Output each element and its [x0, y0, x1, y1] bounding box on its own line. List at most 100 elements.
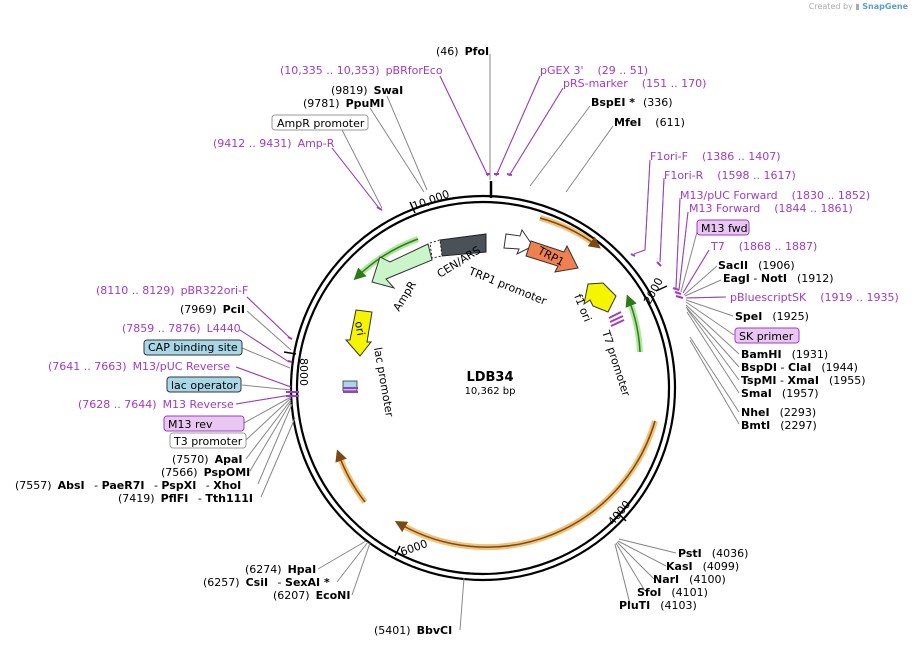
- label-pbr322ori: (8110 .. 8129)pBR322ori-F: [96, 284, 248, 297]
- label-csii: (6257)CsiI - SexAI *: [203, 576, 330, 589]
- label-f1ori-r: F1ori-R(1598 .. 1617): [664, 169, 796, 182]
- label-smai: SmaI(1957): [741, 387, 818, 400]
- label-absi: (7557)AbsI - PaeR7I - PspXI - XhoI: [15, 479, 241, 492]
- sk-primer-box: [734, 327, 800, 344]
- label-m13puc-rev: (7641 .. 7663)M13/pUC Reverse: [48, 360, 230, 373]
- orf-arc-2-line: [394, 420, 656, 548]
- t7-promoter-marks: [608, 311, 625, 327]
- label-pcii: (7969)PciI: [180, 303, 245, 316]
- tick-10000: [409, 201, 416, 214]
- plasmid-name: LDB34: [466, 370, 513, 385]
- label-nhei: NheI(2293): [741, 406, 816, 419]
- label-hpai: (6274)HpaI: [245, 563, 316, 576]
- t7-promoter-label: T7 promoter: [599, 328, 633, 398]
- green-arcs: [353, 236, 643, 353]
- credit-text: Created by ▮ SnapGene: [809, 2, 908, 11]
- label-pbluescript: pBluescriptSK(1919 .. 1935): [730, 291, 899, 304]
- label-bbvci: (5401)BbvCI: [374, 624, 452, 637]
- label-kasi: KasI(4099): [666, 560, 739, 573]
- label-pflfi: (7419)PflFI - Tth111I: [118, 492, 253, 505]
- green-arc-2: [626, 298, 643, 353]
- label-pspomi: (7566)PspOMI: [161, 466, 250, 479]
- backbone: [289, 194, 677, 582]
- f1-ori-feature: [583, 282, 617, 313]
- label-pfoi: (46)PfoI: [436, 45, 489, 58]
- tick-4000: [616, 511, 627, 522]
- ampr-feature: [371, 243, 433, 289]
- label-m13-reverse: (7628 .. 7644)M13 Reverse: [78, 398, 234, 411]
- label-prsmarker: pRS-marker(151 .. 170): [563, 77, 706, 90]
- label-l4440: (7859 .. 7876)L4440: [122, 322, 241, 335]
- tick-label-2000: 2000: [641, 276, 666, 307]
- ampr-label: AmpR: [391, 279, 420, 314]
- tick-2000: [655, 285, 668, 292]
- label-sk-primer: SK primer: [739, 330, 794, 343]
- label-pgex3: pGEX 3'(29 .. 51): [540, 64, 648, 77]
- orf-arc-3-line: [335, 449, 366, 503]
- tick-label-6000: 6000: [399, 537, 430, 559]
- features: [342, 228, 625, 393]
- backbone-ticks: [283, 181, 668, 557]
- label-pluti: PluTI(4103): [619, 599, 697, 612]
- label-m13-rev: M13 rev: [168, 418, 213, 431]
- label-m13-fwd: M13 fwd: [701, 222, 748, 235]
- orf-arc-1-line: [539, 217, 601, 249]
- ori-feature: [344, 309, 373, 357]
- orf-arc-2: [398, 420, 658, 551]
- ampr-promoter-box: [271, 114, 369, 131]
- lac-promoter-label: lac promoter: [371, 346, 396, 418]
- green-arc-2-line: [625, 294, 641, 353]
- label-lac-operator: lac operator: [171, 379, 238, 392]
- label-bmti: BmtI(2297): [741, 419, 817, 432]
- trp1-promoter-label: TRP1 promoter: [466, 264, 549, 308]
- ori-label: ori: [352, 320, 367, 336]
- tick-6000: [394, 545, 401, 557]
- label-m13puc-fwd: M13/pUC Forward(1830 .. 1852): [680, 189, 870, 202]
- label-bspdi: BspDI - ClaI(1944): [741, 361, 858, 374]
- green-arc-1-line: [353, 238, 419, 281]
- orf-arcs: [335, 215, 658, 551]
- cap-site-box: [143, 339, 243, 356]
- label-t3-promoter: T3 promoter: [173, 435, 243, 448]
- tick-8000: [283, 351, 297, 355]
- label-pbrforeco: (10,335 .. 10,353)pBRforEco: [280, 64, 443, 77]
- trp1-promoter-feature: [503, 228, 534, 256]
- m13-fwd-box: [696, 219, 750, 236]
- label-ppumi: (9781)PpuMI: [303, 97, 384, 110]
- label-nari: NarI(4100): [653, 573, 726, 586]
- label-eagi: EagI - NotI(1912): [723, 272, 834, 285]
- label-apai: (7570)ApaI: [172, 453, 242, 466]
- lac-features: [342, 380, 358, 393]
- label-f1ori-f: F1ori-F(1386 .. 1407): [650, 150, 781, 163]
- label-spei: SpeI(1925): [735, 310, 809, 323]
- snapgene-logo-icon: ▮: [855, 2, 860, 11]
- label-swai: (9819)SwaI: [331, 84, 403, 97]
- label-psti: PstI(4036): [678, 547, 748, 560]
- label-mfei: MfeI(611): [614, 116, 685, 129]
- cen-ars-dashed: [429, 239, 443, 259]
- m13-rev-box: [163, 415, 245, 432]
- lac-operator-box: [166, 376, 242, 393]
- label-ampr-primer: (9412 .. 9431)Amp-R: [213, 137, 335, 150]
- tick-label-8000: 8000: [297, 358, 310, 386]
- label-cap-site: CAP binding site: [148, 341, 238, 354]
- plasmid-size: 10,362 bp: [465, 386, 516, 397]
- credit-brand: SnapGene: [862, 2, 908, 11]
- label-sfoi: SfoI(4101): [637, 586, 708, 599]
- label-econi: (6207)EcoNI: [273, 589, 350, 602]
- t3-promoter-box: [169, 432, 247, 449]
- label-sacii: SacII(1906): [718, 259, 795, 272]
- label-tspmi: TspMI - XmaI(1955): [741, 374, 866, 387]
- label-ampr-promoter: AmpR promoter: [277, 117, 365, 130]
- trp1-feature: [525, 240, 579, 273]
- credit-prefix: Created by: [808, 2, 853, 11]
- primer-leaders: [235, 75, 727, 405]
- orf-arc-3: [336, 453, 368, 504]
- label-bamhi: BamHI(1931): [741, 348, 828, 361]
- label-boxes: [143, 114, 800, 449]
- label-bspei: BspEI *(336): [591, 96, 673, 109]
- label-m13-forward: M13 Forward(1844 .. 1861): [689, 202, 853, 215]
- site-markers: [286, 173, 684, 397]
- label-t7: T7(1868 .. 1887): [710, 240, 817, 253]
